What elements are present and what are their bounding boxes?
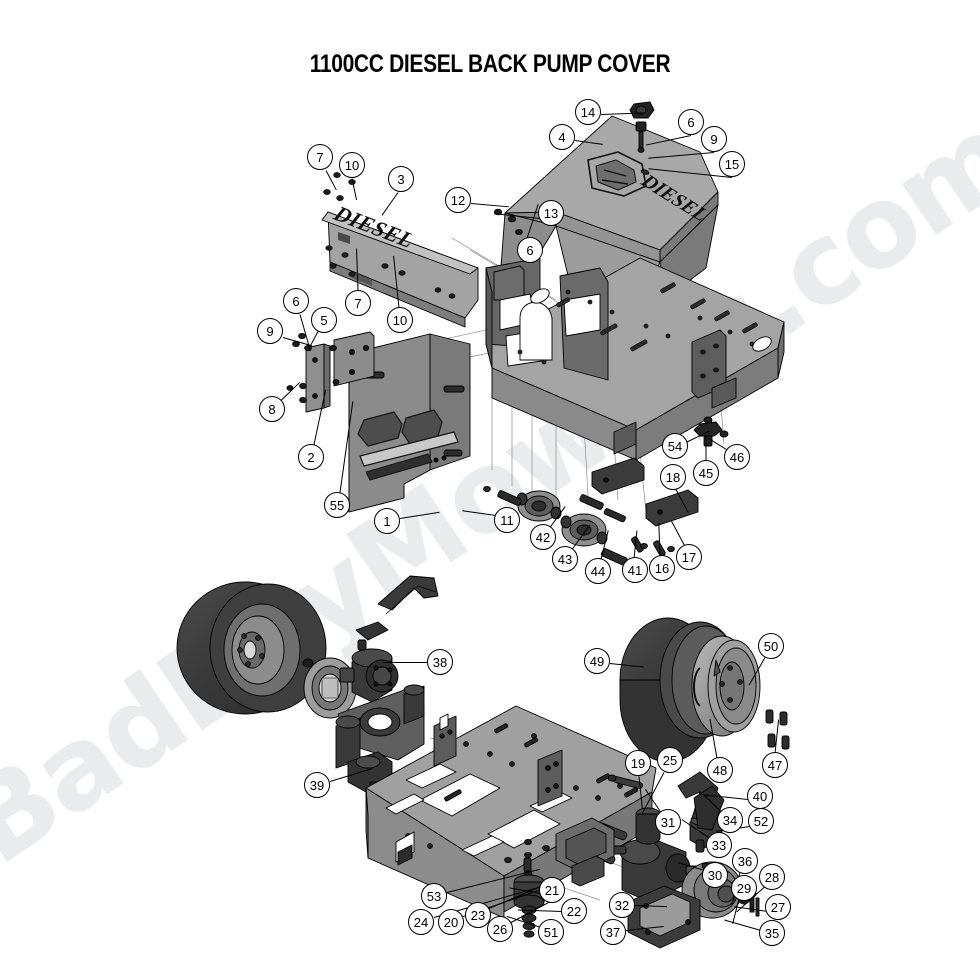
callout-7[interactable]: 7 <box>307 144 333 170</box>
bracket-2 <box>305 343 331 413</box>
callout-29[interactable]: 29 <box>731 875 757 901</box>
callout-20[interactable]: 20 <box>438 909 464 935</box>
side-panel-1 <box>348 333 471 513</box>
callout-52[interactable]: 52 <box>748 808 774 834</box>
callout-9[interactable]: 9 <box>701 126 727 152</box>
callout-39[interactable]: 39 <box>304 772 330 798</box>
hood-hardware <box>629 101 655 175</box>
callout-28[interactable]: 28 <box>759 864 785 890</box>
bracket-55 <box>333 331 375 387</box>
callout-47[interactable]: 47 <box>762 752 788 778</box>
page-title: 1100CC DIESEL BACK PUMP COVER <box>309 50 671 78</box>
callout-33[interactable]: 33 <box>706 832 732 858</box>
callout-49[interactable]: 49 <box>584 648 610 674</box>
callout-26[interactable]: 26 <box>487 916 513 942</box>
pulley-assembly-upper <box>516 490 562 522</box>
hose-tubes <box>377 575 439 615</box>
callout-41[interactable]: 41 <box>622 557 648 583</box>
callout-27[interactable]: 27 <box>765 894 791 920</box>
callout-15[interactable]: 15 <box>719 151 745 177</box>
callout-44[interactable]: 44 <box>585 558 611 584</box>
callout-42[interactable]: 42 <box>530 524 556 550</box>
callout-1[interactable]: 1 <box>374 508 400 534</box>
mount-plate-21 <box>555 817 615 887</box>
callout-6[interactable]: 6 <box>517 237 543 263</box>
pump-mount-bracket <box>335 684 425 769</box>
callout-19[interactable]: 19 <box>625 750 651 776</box>
callout-6[interactable]: 6 <box>283 288 309 314</box>
fasteners-group-a <box>323 172 456 299</box>
callout-18[interactable]: 18 <box>660 464 686 490</box>
callout-45[interactable]: 45 <box>693 460 719 486</box>
lug-bolts-47 <box>765 709 790 750</box>
callout-53[interactable]: 53 <box>421 883 447 909</box>
callout-50[interactable]: 50 <box>758 633 784 659</box>
callout-38[interactable]: 38 <box>427 649 453 675</box>
callout-51[interactable]: 51 <box>538 919 564 945</box>
callout-30[interactable]: 30 <box>702 862 728 888</box>
callout-17[interactable]: 17 <box>676 544 702 570</box>
callout-3[interactable]: 3 <box>388 166 414 192</box>
callout-21[interactable]: 21 <box>539 877 565 903</box>
callout-16[interactable]: 16 <box>649 555 675 581</box>
main-frame-upper <box>485 257 785 461</box>
callout-31[interactable]: 31 <box>655 809 681 835</box>
callout-8[interactable]: 8 <box>259 396 285 422</box>
pulley-assembly-lower <box>560 513 608 547</box>
pump-body-37 <box>627 885 701 949</box>
callout-22[interactable]: 22 <box>561 898 587 924</box>
callout-5[interactable]: 5 <box>311 307 337 333</box>
callout-55[interactable]: 55 <box>324 492 350 518</box>
left-tire-49 <box>176 581 327 715</box>
left-hub-spacer <box>302 657 357 719</box>
callout-13[interactable]: 13 <box>538 200 564 226</box>
callout-25[interactable]: 25 <box>657 747 683 773</box>
callout-54[interactable]: 54 <box>662 433 688 459</box>
callout-48[interactable]: 48 <box>707 757 733 783</box>
callout-9[interactable]: 9 <box>257 318 283 344</box>
pump-38 <box>339 621 399 703</box>
callout-14[interactable]: 14 <box>575 99 601 125</box>
callout-11[interactable]: 11 <box>494 507 520 533</box>
callout-7[interactable]: 7 <box>345 290 371 316</box>
callout-40[interactable]: 40 <box>747 783 773 809</box>
callout-37[interactable]: 37 <box>600 919 626 945</box>
callout-36[interactable]: 36 <box>732 848 758 874</box>
callout-46[interactable]: 46 <box>724 444 750 470</box>
callout-10[interactable]: 10 <box>339 152 365 178</box>
callout-4[interactable]: 4 <box>549 124 575 150</box>
right-rim-48-50 <box>691 635 761 737</box>
callout-24[interactable]: 24 <box>408 909 434 935</box>
callout-43[interactable]: 43 <box>552 546 578 572</box>
callout-35[interactable]: 35 <box>759 920 785 946</box>
callout-34[interactable]: 34 <box>717 807 743 833</box>
callout-2[interactable]: 2 <box>298 444 324 470</box>
callout-32[interactable]: 32 <box>609 892 635 918</box>
callout-10[interactable]: 10 <box>387 307 413 333</box>
callout-12[interactable]: 12 <box>445 187 471 213</box>
callout-6[interactable]: 6 <box>678 109 704 135</box>
